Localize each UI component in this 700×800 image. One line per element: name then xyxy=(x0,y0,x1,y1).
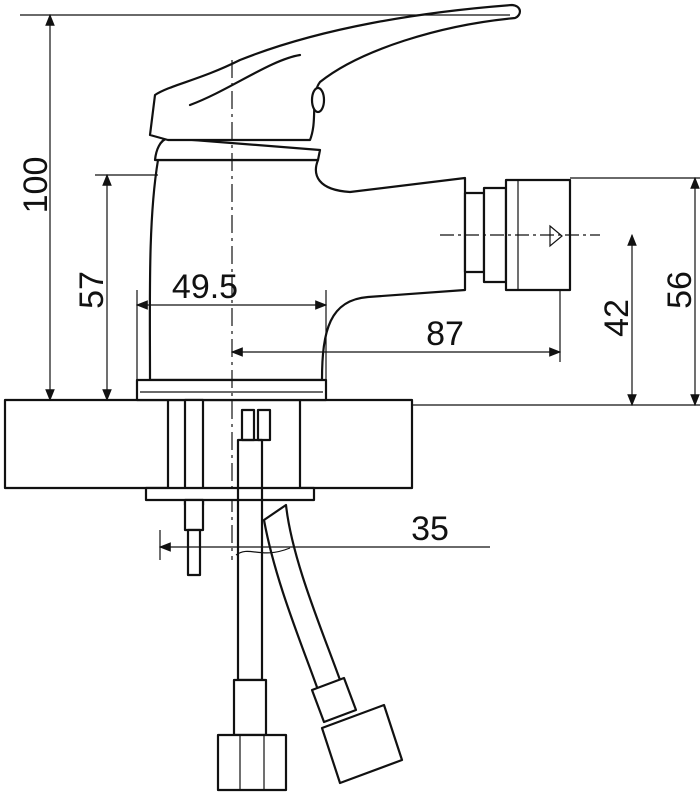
aerator xyxy=(440,178,600,292)
faucet-body xyxy=(135,136,467,402)
dim-total-height: 100 xyxy=(17,157,55,214)
mounting-hardware xyxy=(144,398,316,577)
dim-spout-reach: 87 xyxy=(426,315,464,353)
dim-aerator-top-height: 56 xyxy=(661,271,699,309)
faucet-handle xyxy=(148,3,521,142)
dim-base-width: 49.5 xyxy=(172,268,238,306)
dimension-lines xyxy=(20,13,700,560)
dim-body-height: 57 xyxy=(73,271,111,309)
countertop xyxy=(3,398,414,490)
flexible-hoses xyxy=(216,438,404,792)
dim-stud-offset: 35 xyxy=(411,510,449,548)
dim-aerator-axis-height: 42 xyxy=(598,299,636,337)
